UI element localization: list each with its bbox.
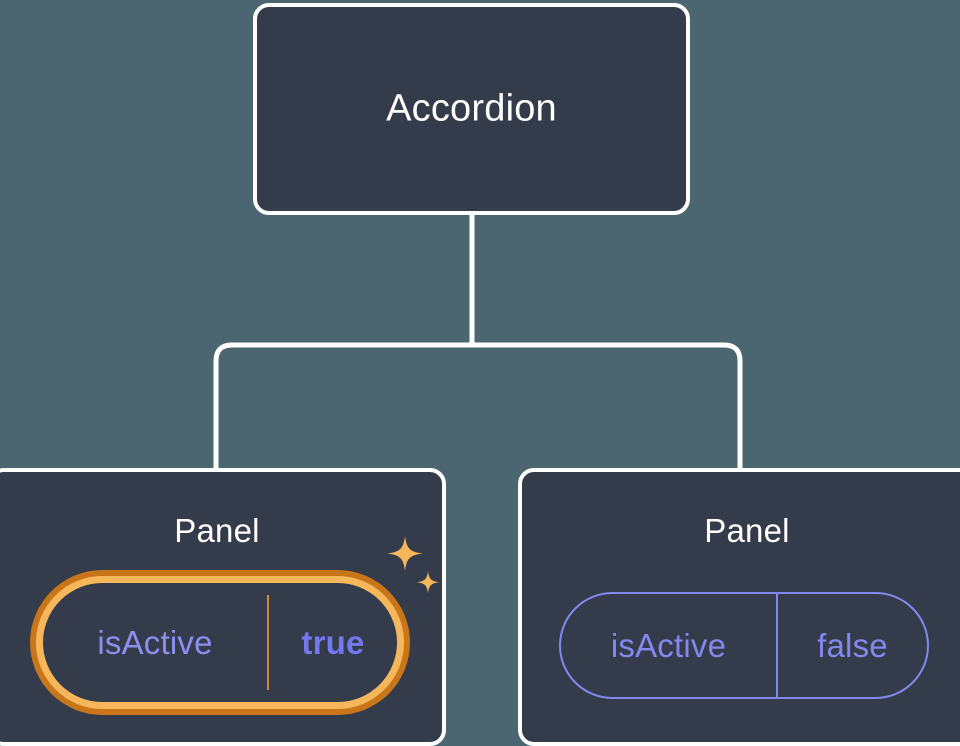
- sparkle-small-icon: [416, 571, 440, 594]
- prop-pill-divider: [776, 594, 778, 697]
- sparkles-icon: [387, 536, 440, 594]
- prop-pill-key-cell: isActive: [43, 583, 267, 702]
- prop-pill-isactive-false[interactable]: isActive false: [559, 592, 929, 699]
- prop-value-label: false: [817, 627, 888, 664]
- node-panel-inactive-label: Panel: [704, 512, 790, 549]
- node-accordion-label: Accordion: [386, 87, 557, 130]
- prop-value-label: true: [301, 624, 365, 661]
- prop-key-label: isActive: [97, 624, 213, 661]
- prop-pill-divider: [267, 595, 269, 690]
- sparkle-large-icon: [387, 536, 423, 571]
- node-panel-active[interactable]: Panel isActive true: [0, 468, 446, 746]
- connector-branch: [213, 342, 743, 468]
- node-panel-active-label: Panel: [174, 512, 260, 549]
- node-accordion[interactable]: Accordion: [253, 3, 690, 215]
- prop-pill-value-cell: true: [269, 583, 397, 702]
- prop-pill-key-cell: isActive: [561, 594, 776, 697]
- prop-pill-isactive-true[interactable]: isActive true: [36, 576, 404, 709]
- node-panel-inactive[interactable]: Panel isActive false: [518, 468, 960, 746]
- prop-key-label: isActive: [610, 627, 727, 664]
- prop-pill-value-cell: false: [778, 594, 927, 697]
